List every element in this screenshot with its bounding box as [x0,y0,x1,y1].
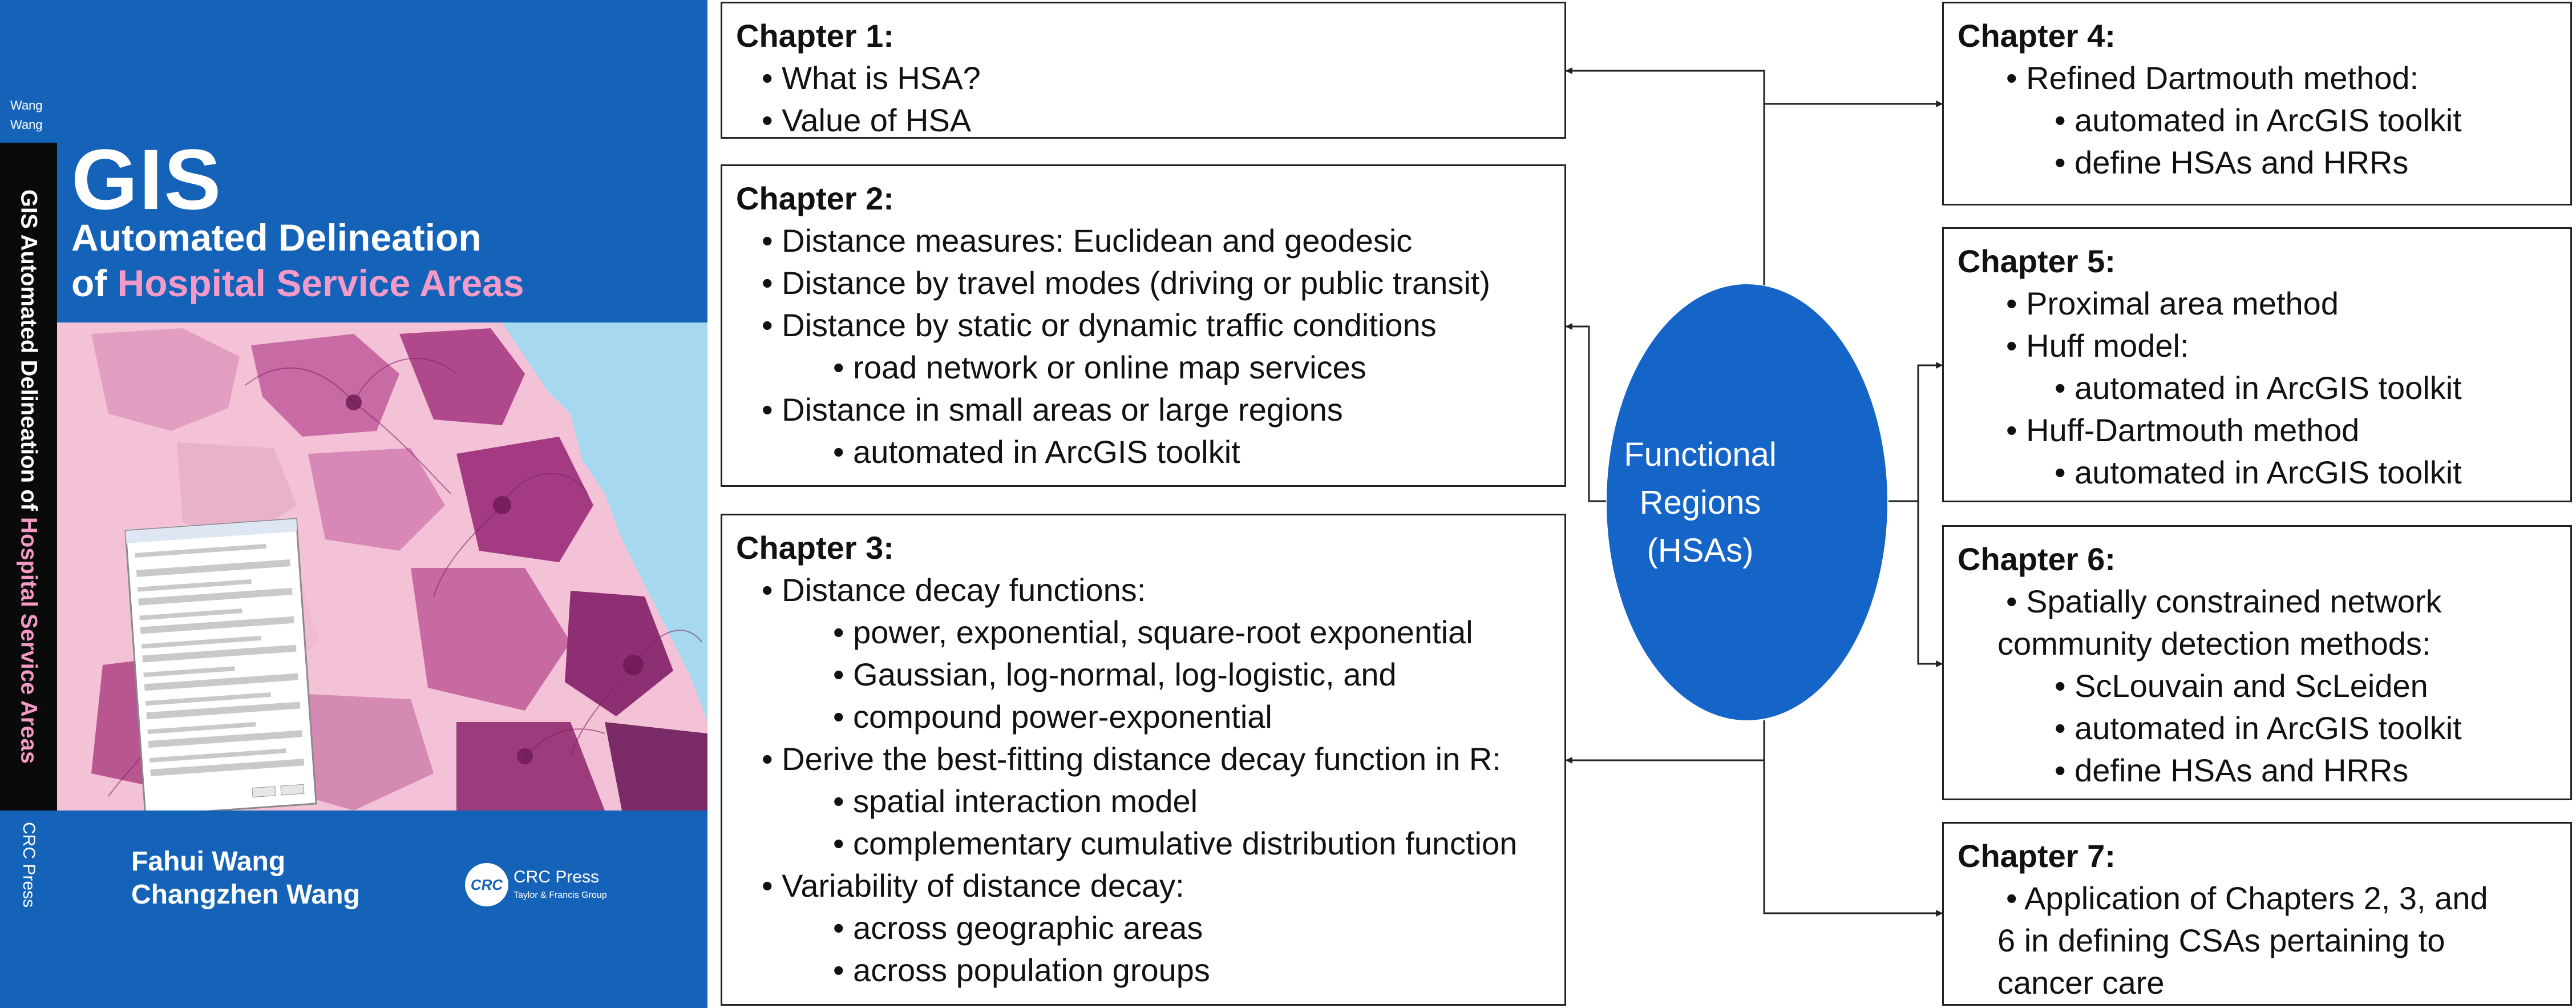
chapter-3-title: Chapter 3: [736,530,894,566]
chapter-2-item: • Distance in small areas or large regio… [762,392,1343,428]
chapter-6-item: • Spatially constrained network [2006,583,2442,619]
chapter-7-title: Chapter 7: [1958,838,2116,874]
chapter-7-item-continued: cancer care [1997,965,2165,1001]
chapter-1-item: • Value of HSA [762,102,972,138]
chapter-6-item-continued: community detection methods: [1997,626,2431,662]
connector-ch7 [1763,760,1943,917]
cover-subtitle-line2: of Hospital Service Areas [71,262,524,304]
cover-author-1: Fahui Wang [131,846,286,877]
chapter-4-subitem: • define HSAs and HRRs [2055,144,2409,180]
hub-label-line1: Functional [1624,436,1777,473]
chapter-5-box: Chapter 5: • Proximal area method • Huff… [1942,227,2572,502]
functional-regions-hub [1607,284,1887,720]
cover-map-illustration [57,322,707,811]
crc-press-logo: CRC [465,863,508,906]
chapter-3-item: • Distance decay functions: [762,572,1146,608]
chapter-4-title: Chapter 4: [1958,18,2116,54]
cover-publisher: CRC Press [513,868,600,886]
chapter-3-subitem: • across population groups [833,952,1210,988]
chapter-6-title: Chapter 6: [1958,541,2116,577]
chapter-3-subitem: • power, exponential, square-root expone… [833,614,1473,650]
connector-ch2 [1565,323,1606,502]
chapter-5-subitem: • automated in ArcGIS toolkit [2055,454,2462,490]
chapter-6-box: Chapter 6: • Spatially constrained netwo… [1942,525,2572,800]
cover-author-2: Changzhen Wang [131,880,360,910]
chapter-1-box: Chapter 1: • What is HSA? • Value of HSA [721,2,1566,139]
connector-ch6 [1917,501,1943,667]
spine-author-2: Wang [10,118,43,132]
chapter-7-item: • Application of Chapters 2, 3, and [2006,880,2488,916]
chapter-3-item: • Derive the best-fitting distance decay… [762,741,1501,777]
chapter-5-item: • Proximal area method [2006,285,2339,321]
chapter-2-subitem: • road network or online map services [833,349,1366,385]
chapter-5-item: • Huff-Dartmouth method [2006,412,2360,448]
hub-label-line2: Regions [1639,484,1761,521]
chapter-3-subitem: • spatial interaction model [833,783,1198,819]
chapter-4-box: Chapter 4: • Refined Dartmouth method: •… [1942,2,2572,205]
hub-label: Functional Regions (HSAs) [1615,431,1786,575]
chapter-2-item: • Distance by static or dynamic traffic … [762,307,1437,343]
chapter-2-item: • Distance by travel modes (driving or p… [762,265,1490,301]
connector-ch5 [1917,362,1943,501]
chapter-6-subitem: • ScLouvain and ScLeiden [2055,668,2428,704]
chapter-3-subitem: • Gaussian, log-normal, log-logistic, an… [833,656,1397,692]
chapter-3-box: Chapter 3: • Distance decay functions: •… [721,514,1566,1006]
connector-ch3 [1565,720,1765,764]
spine-title-band [0,143,57,811]
chapter-5-title: Chapter 5: [1958,243,2116,279]
chapter-3-item: • Variability of distance decay: [762,868,1184,904]
chapter-7-item-continued: 6 in defining CSAs pertaining to [1997,922,2445,958]
chapter-5-subitem: • automated in ArcGIS toolkit [2055,370,2462,406]
chapter-2-title: Chapter 2: [736,180,894,216]
chapter-6-subitem: • define HSAs and HRRs [2055,752,2409,788]
chapter-1-title: Chapter 1: [736,18,894,54]
chapter-2-box: Chapter 2: • Distance measures: Euclidea… [721,164,1566,487]
chapter-7-box: Chapter 7: • Application of Chapters 2, … [1942,822,2572,1006]
chapter-1-item: • What is HSA? [762,60,981,96]
chapter-6-subitem: • automated in ArcGIS toolkit [2055,710,2462,746]
chapter-4-subitem: • automated in ArcGIS toolkit [2055,102,2462,138]
chapter-2-item: • Distance measures: Euclidean and geode… [762,223,1413,259]
chapter-3-subitem: • across geographic areas [833,910,1203,946]
chapter-2-subitem: • automated in ArcGIS toolkit [833,434,1240,470]
cover-publisher-tagline: Taylor & Francis Group [513,890,607,900]
chapter-5-item: • Huff model: [2006,328,2189,364]
cover-title: GIS [71,131,223,227]
book-cover: Wang Wang GIS Automated Delineation of H… [0,0,707,1008]
cover-subtitle-line1: Automated Delineation [71,216,482,259]
hub-label-line3: (HSAs) [1647,532,1754,569]
chapter-3-subitem: • compound power-exponential [833,699,1272,735]
connector-ch1 [1565,67,1765,285]
spine-author-1: Wang [10,98,43,112]
chapter-3-subitem: • complementary cumulative distribution … [833,825,1518,861]
chapter-4-item: • Refined Dartmouth method: [2006,60,2419,96]
